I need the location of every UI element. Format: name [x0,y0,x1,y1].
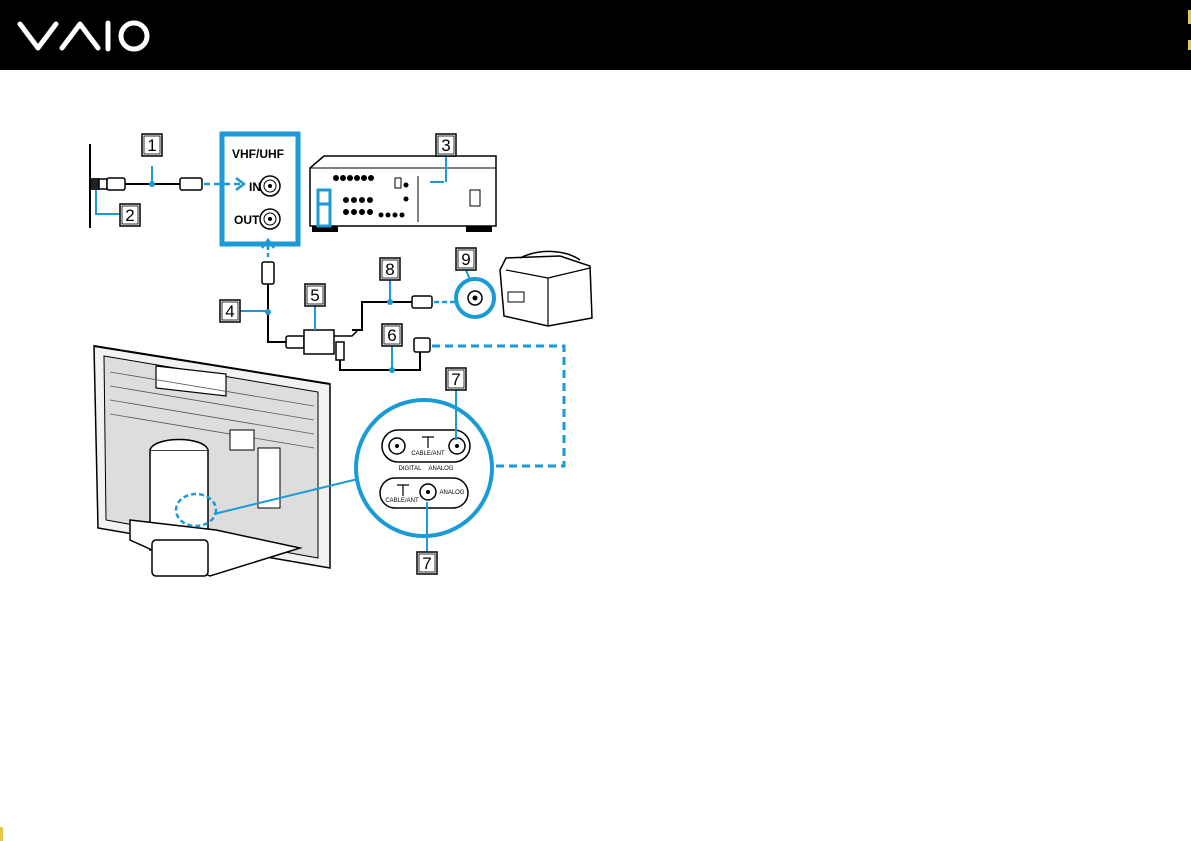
svg-text:5: 5 [310,286,319,305]
antenna-port-icon [260,176,280,196]
callout-4: 4 [220,300,240,322]
crt-tv-icon [500,251,592,326]
coax-cable-icon [262,240,304,348]
svg-text:2: 2 [125,206,134,225]
svg-text:9: 9 [461,250,470,269]
av-receiver-icon [310,156,496,232]
inset-top-digital-label: DIGITAL [399,466,423,472]
splitter-icon [304,330,358,360]
callout-6: 6 [382,324,402,346]
callout-5: 5 [305,284,325,306]
callout-7: 7 [446,368,466,390]
tuner-port-bottom: CABLE/ANT ANALOG [380,478,468,508]
callout-3: 3 [436,134,456,156]
callout-7-bottom: 7 [417,552,437,574]
antenna-port-icon [260,209,280,229]
panel-in-label: IN [249,180,261,194]
all-in-one-pc-icon [94,346,330,576]
callout-1: 1 [142,134,162,156]
antenna-port-icon [456,279,494,317]
svg-text:3: 3 [441,136,450,155]
inset-bottom-analog-label: ANALOG [439,490,464,496]
panel-title: VHF/UHF [232,147,284,161]
svg-text:8: 8 [385,260,394,279]
svg-text:7: 7 [422,554,431,573]
callout-2: 2 [120,204,140,226]
page-edge-marker [0,827,3,841]
callout-8: 8 [380,258,400,280]
callout-9: 9 [456,248,476,270]
svg-text:4: 4 [225,302,234,321]
svg-text:1: 1 [147,136,156,155]
panel-out-label: OUT [234,213,260,227]
inset-top-center-label: CABLE/ANT [411,451,445,457]
vhf-uhf-panel: VHF/UHF IN OUT [222,134,298,244]
coax-cable-icon [352,296,460,330]
svg-text:7: 7 [451,370,460,389]
inset-bottom-center-label: CABLE/ANT [385,498,419,504]
svg-text:6: 6 [387,326,396,345]
inset-top-analog-label: ANALOG [428,466,453,472]
